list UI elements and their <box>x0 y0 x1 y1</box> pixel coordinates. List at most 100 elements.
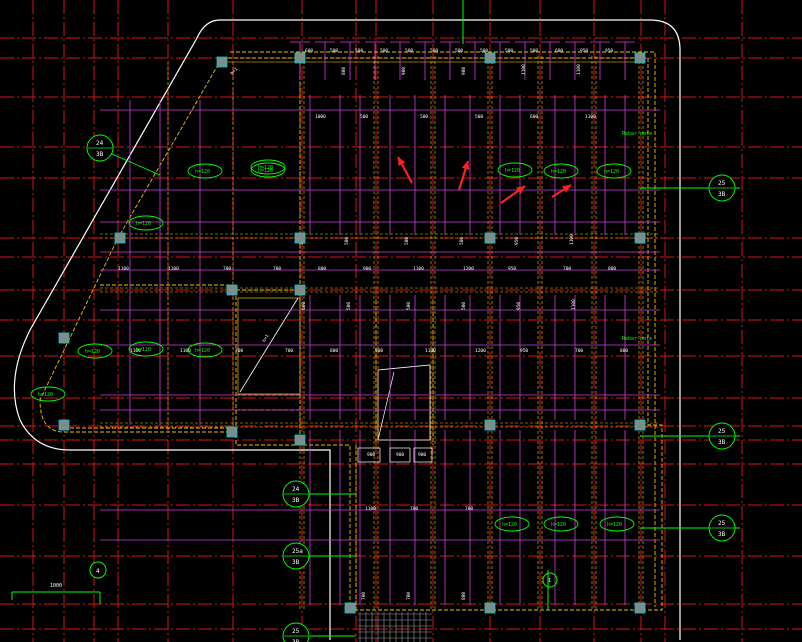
rebar-label: 500 <box>459 237 465 245</box>
axis-bubble <box>89 561 107 579</box>
slab-tag-label: h=120 <box>502 522 517 528</box>
wall-lines <box>39 51 663 611</box>
rebar-label: 800 <box>620 348 628 354</box>
column <box>294 434 306 446</box>
wall-line <box>230 51 656 607</box>
rebar-label: 800 <box>341 67 347 75</box>
grid-bubble-top: 24 <box>292 486 300 493</box>
rebar-label: 900 <box>461 67 467 75</box>
slab-tag-ellipse <box>494 516 530 532</box>
column <box>294 52 306 64</box>
slab-tag-ellipse <box>497 162 533 178</box>
rebar-label: 700 <box>223 266 231 272</box>
rebar-label: 1100 <box>365 506 376 512</box>
rebar-label: 1100 <box>413 266 424 272</box>
rebar-label: 800 <box>608 266 616 272</box>
arrow-head <box>461 161 470 170</box>
arrow-head <box>398 157 406 166</box>
rebar-label: 950 <box>516 302 522 310</box>
small-box-label: 900 <box>367 452 375 458</box>
rebar-label: 1100 <box>130 348 141 354</box>
small-box-label: 900 <box>396 452 404 458</box>
column <box>58 332 70 344</box>
stair-opening <box>377 364 431 441</box>
grid-bubble-top: 25 <box>718 180 726 187</box>
slab-tag-ellipse <box>250 159 286 175</box>
rebar-label: 700 <box>235 348 243 354</box>
rebar-label: 500 <box>530 48 538 54</box>
rebar-label: 1100 <box>180 348 191 354</box>
column <box>634 232 646 244</box>
slab-tag-label: h=120 <box>604 169 619 175</box>
leader-lines <box>11 0 740 637</box>
rebar-label: 1000 <box>315 114 326 120</box>
column <box>484 52 496 64</box>
slab-tag-label: h=120 <box>258 168 273 174</box>
leader-line <box>111 153 161 176</box>
rebar-label: 500 <box>405 48 413 54</box>
rebar-label: 950 <box>580 48 588 54</box>
slab-tag-ellipse <box>543 516 579 532</box>
rebar-label: 900 <box>363 266 371 272</box>
rebar-label: 700 <box>361 592 367 600</box>
rebar-label: 500 <box>330 48 338 54</box>
rebar-label: 500 <box>380 48 388 54</box>
rebar-label: 700 <box>410 506 418 512</box>
slab-tag-label: h=120 <box>136 221 151 227</box>
rebar-label: 700 <box>273 266 281 272</box>
slab-tag-label: h=120 <box>38 392 53 398</box>
column <box>484 419 496 431</box>
rebar-label: 500 <box>430 48 438 54</box>
slab-tag-ellipse <box>30 386 66 402</box>
rebar-label: 500 <box>420 114 428 120</box>
grid-bubble-top: 25 <box>718 520 726 527</box>
rebar-label: 1200 <box>475 348 486 354</box>
rebar-label: 1100 <box>521 64 527 75</box>
slab-tag-label: h=120 <box>551 169 566 175</box>
rebar-marks: 600 500 500 500 500 500 500 500 500 500 600 950 950 1… <box>100 41 660 605</box>
grid-bubble-bottom: 3B <box>292 497 300 504</box>
rebar-label: 1100 <box>168 266 179 272</box>
rebar-label: 500 <box>480 48 488 54</box>
rebar-label: 600 <box>305 48 313 54</box>
rebar-label: 1100 <box>118 266 129 272</box>
grid-bubble-top: 25 <box>292 628 300 635</box>
rebar-label: 500 <box>355 48 363 54</box>
slab-tag-label: h=120 <box>195 169 210 175</box>
column <box>634 52 646 64</box>
slab-tag-ellipse <box>77 343 113 359</box>
column <box>216 56 228 68</box>
slab-tag-ellipse <box>187 163 223 179</box>
rebar-label: 950 <box>520 348 528 354</box>
small-box <box>389 447 411 463</box>
opening-label: h=1 <box>229 66 239 76</box>
rebar-label: 500 <box>360 114 368 120</box>
column <box>484 232 496 244</box>
rebar-label: 500 <box>346 302 352 310</box>
opening-label: h=1 <box>261 333 270 343</box>
axis-label: 4 <box>96 568 100 575</box>
column <box>294 232 306 244</box>
small-box-label: 900 <box>418 452 426 458</box>
rebar-label: 600 <box>530 114 538 120</box>
rebar-label: 950 <box>514 237 520 245</box>
column <box>634 419 646 431</box>
slab-tag-label: h=120 <box>505 168 520 174</box>
rebar-label: 700 <box>465 506 473 512</box>
outline-edge <box>300 19 681 640</box>
rebar-label: 950 <box>508 266 516 272</box>
grid-bubble-bottom: 3B <box>292 639 300 642</box>
slab-tag-label: h=120 <box>195 348 210 354</box>
grid-bubble-top: 25 <box>718 428 726 435</box>
outline-edge <box>13 19 331 640</box>
columns <box>58 52 646 614</box>
arrow-head <box>516 186 525 194</box>
building-outline <box>13 19 681 640</box>
slab-tag-ellipse <box>128 215 164 231</box>
rebar-label: 900 <box>401 67 407 75</box>
slab-tag-ellipse <box>187 342 223 358</box>
small-box <box>413 447 433 463</box>
rebar-label: 700 <box>285 348 293 354</box>
rebar-label: 800 <box>461 592 467 600</box>
stair-bubble <box>542 572 558 588</box>
